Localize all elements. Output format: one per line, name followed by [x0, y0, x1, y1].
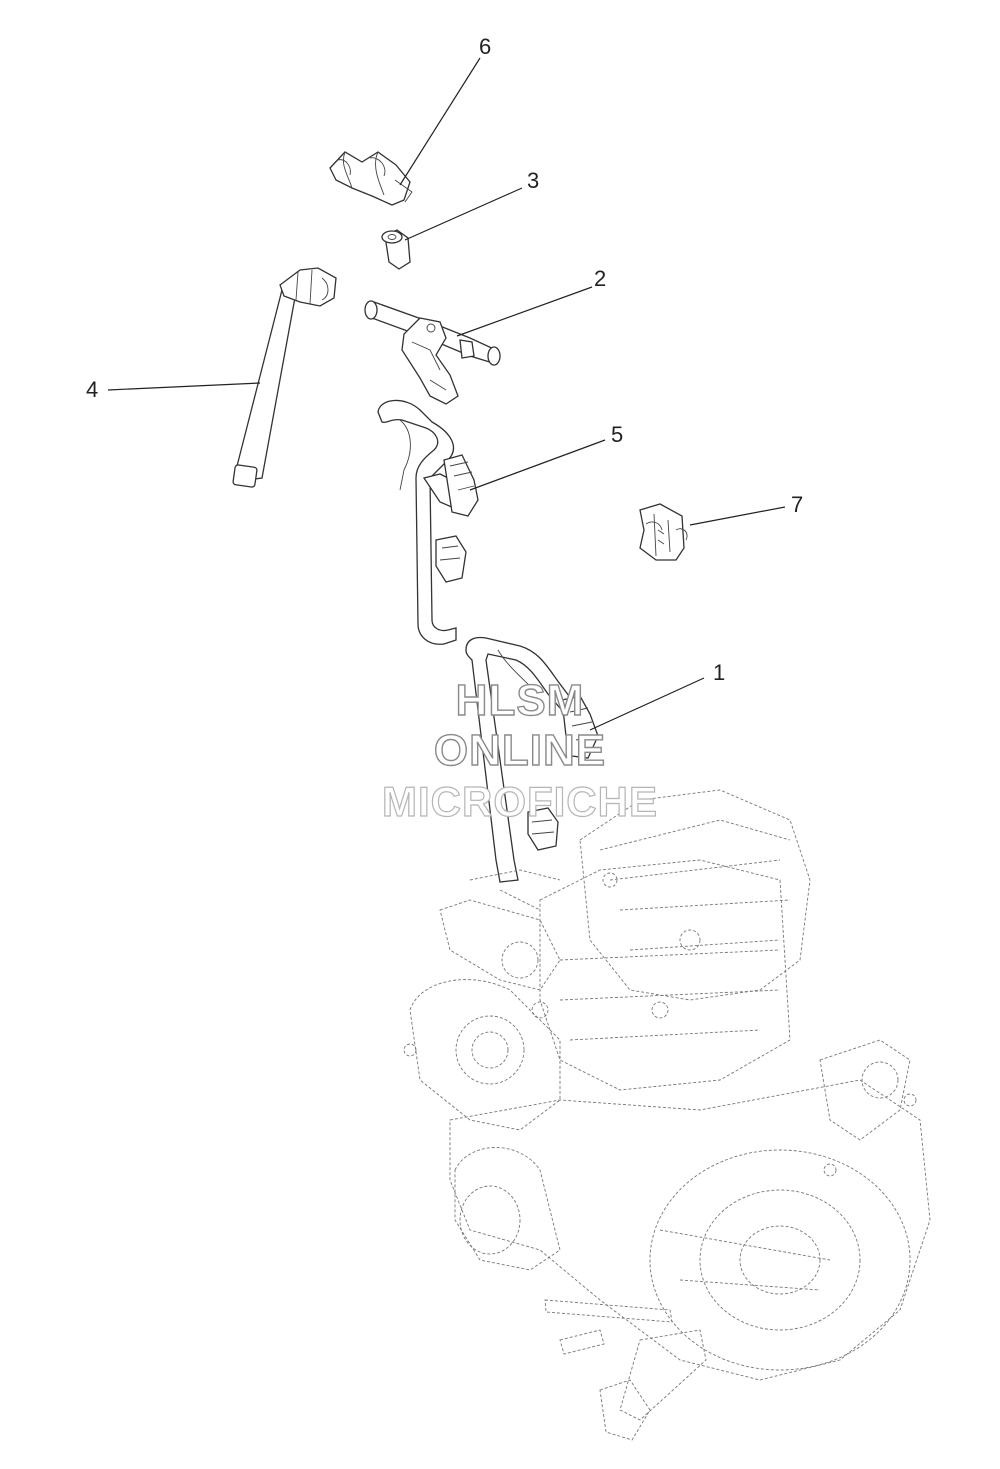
engine-assembly	[403, 789, 931, 1441]
leader-5	[469, 439, 606, 491]
part-4-fuel-tube	[232, 267, 337, 488]
callout-7: 7	[791, 492, 804, 517]
watermark-line-2: ONLINE	[433, 725, 607, 775]
part-5-fuel-line	[377, 399, 479, 645]
leader-3	[404, 187, 523, 241]
callout-3: 3	[527, 168, 540, 193]
leader-7	[689, 506, 786, 526]
leader-4	[107, 382, 261, 391]
part-7-clip	[639, 503, 688, 561]
callout-1: 1	[713, 660, 726, 685]
watermark-line-3: MICROFICHE	[381, 777, 658, 825]
callout-5: 5	[611, 422, 624, 447]
watermark-line-1: HLSM	[455, 675, 585, 725]
callout-6: 6	[479, 34, 492, 59]
leader-2	[456, 286, 593, 337]
part-6-harness-clip	[329, 151, 413, 206]
part-2-fuel-rail	[364, 300, 501, 405]
part-1-fuel-line	[465, 636, 599, 883]
leader-lines	[107, 57, 786, 731]
callout-2: 2	[594, 266, 607, 291]
leader-1	[589, 677, 705, 731]
part-3-bolt	[381, 229, 411, 270]
leader-6	[399, 57, 481, 186]
callout-4: 4	[86, 377, 99, 402]
